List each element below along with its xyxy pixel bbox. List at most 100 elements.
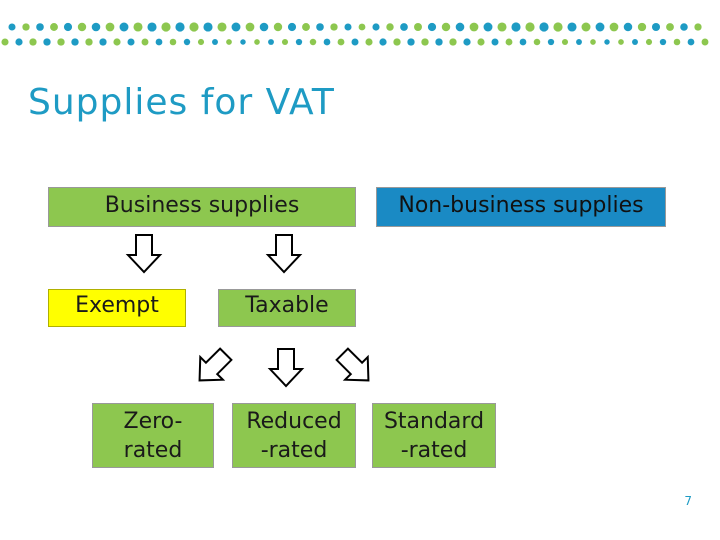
decorative-dot (358, 23, 366, 31)
decorative-dot (344, 23, 352, 31)
taxable-label: Taxable (245, 292, 329, 318)
decorative-dot (91, 22, 101, 32)
reduced-rated-box: Reduced -rated (232, 403, 356, 468)
decorative-dot (119, 22, 129, 32)
decorative-dot (491, 38, 499, 46)
non-business-supplies-box: Non-business supplies (376, 187, 666, 227)
decorative-dot (161, 22, 171, 32)
decorative-dot (175, 22, 185, 32)
decorative-dot (323, 38, 331, 46)
decorative-dot (511, 22, 521, 32)
decorative-dot (441, 22, 451, 32)
decorative-dot-band (1, 22, 709, 46)
down-arrow-icon (265, 234, 303, 274)
decorative-dot (36, 23, 44, 31)
decorative-dot (57, 38, 65, 46)
standard-rated-box: Standard -rated (372, 403, 496, 468)
decorative-dot (547, 38, 555, 46)
decorative-dot (539, 22, 549, 32)
decorative-dot (590, 39, 596, 45)
decorative-dot (8, 23, 16, 31)
slide-title: Supplies for VAT (28, 82, 335, 123)
decorative-dot (127, 38, 135, 46)
standard-rated-label-line2: -rated (400, 437, 468, 463)
decorative-dot (449, 38, 457, 46)
decorative-dot (421, 38, 429, 46)
down-arrow-icon (267, 348, 305, 388)
decorative-dot (463, 38, 471, 46)
reduced-rated-label-line1: Reduced (246, 408, 342, 434)
decorative-dot (553, 22, 563, 32)
decorative-dot (659, 38, 667, 46)
decorative-dot (99, 38, 107, 46)
decorative-dot (694, 23, 702, 31)
decorative-dot (273, 22, 283, 32)
decorative-dot (226, 39, 232, 45)
decorative-dot (50, 23, 58, 31)
decorative-dot (1, 38, 9, 46)
decorative-dot (365, 38, 373, 46)
decorative-dot (595, 22, 605, 32)
decorative-dot (386, 23, 394, 31)
exempt-label: Exempt (75, 292, 159, 318)
decorative-dot (22, 23, 30, 31)
decorative-dot (85, 38, 93, 46)
page-number: 7 (684, 494, 692, 508)
decorative-dot (105, 22, 115, 32)
non-business-supplies-label: Non-business supplies (398, 192, 644, 218)
decorative-dot (231, 22, 241, 32)
decorative-dot (316, 23, 324, 31)
decorative-dot (519, 38, 527, 46)
decorative-dot (281, 38, 289, 46)
decorative-dot (189, 22, 199, 32)
decorative-dot (259, 22, 269, 32)
decorative-dot (302, 23, 310, 31)
decorative-dot (372, 23, 380, 31)
decorative-dot (71, 38, 79, 46)
down-left-arrow-icon (198, 347, 233, 382)
decorative-dot (155, 38, 163, 46)
exempt-box: Exempt (48, 289, 186, 327)
decorative-dot (673, 38, 681, 46)
decorative-dot (15, 38, 23, 46)
decorative-dot (435, 38, 443, 46)
zero-rated-label-line1: Zero- (123, 408, 183, 434)
decorative-dot (309, 38, 317, 46)
decorative-dot (701, 38, 709, 46)
down-right-arrow-icon (335, 347, 370, 382)
decorative-dot (169, 38, 177, 46)
decorative-dot (505, 38, 513, 46)
reduced-rated-label-line2: -rated (260, 437, 328, 463)
decorative-dot (217, 22, 227, 32)
decorative-dot (77, 22, 87, 32)
decorative-dot (295, 38, 303, 46)
decorative-dot (604, 39, 610, 45)
decorative-dot (645, 38, 653, 46)
decorative-dot (400, 23, 408, 31)
decorative-dot (567, 22, 577, 32)
decorative-dot (245, 22, 255, 32)
decorative-dot (183, 38, 191, 46)
decorative-dot (43, 38, 51, 46)
decorative-dot (351, 38, 359, 46)
decorative-dot (133, 22, 143, 32)
decorative-dot (637, 22, 647, 32)
taxable-box: Taxable (218, 289, 356, 327)
decorative-dot (561, 38, 569, 46)
down-arrow-icon (125, 234, 163, 274)
decorative-dot (393, 38, 401, 46)
decorative-dot (427, 22, 437, 32)
decorative-dot (680, 23, 688, 31)
decorative-dot (666, 23, 674, 31)
decorative-dot (609, 22, 619, 32)
decorative-dot (414, 23, 422, 31)
decorative-dot (141, 38, 149, 46)
decorative-dot (63, 22, 73, 32)
decorative-dot (651, 22, 661, 32)
standard-rated-label-line1: Standard (383, 408, 485, 434)
decorative-dot (525, 22, 535, 32)
zero-rated-box: Zero- rated (92, 403, 214, 468)
decorative-dot (240, 39, 246, 45)
decorative-dot (212, 39, 218, 45)
decorative-dot (330, 23, 338, 31)
